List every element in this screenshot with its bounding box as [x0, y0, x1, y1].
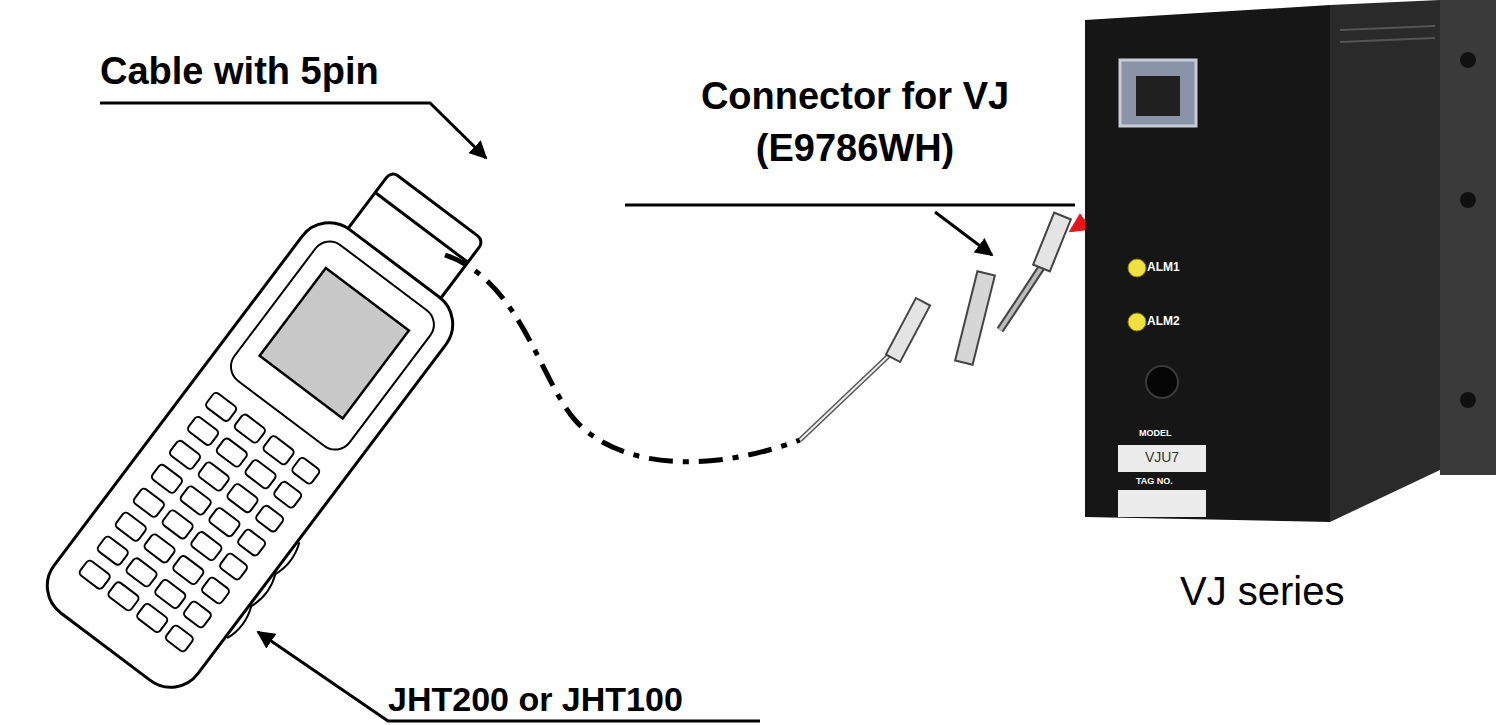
tag-caption: TAG NO. — [1136, 476, 1173, 487]
adjust-knob — [1146, 366, 1178, 398]
key — [164, 624, 194, 653]
key — [244, 459, 277, 490]
tag-plate — [1118, 490, 1206, 517]
keypad — [78, 391, 321, 653]
key — [107, 581, 140, 612]
bracket-hole — [1460, 192, 1476, 208]
plug-body — [886, 298, 930, 362]
display-screen — [260, 268, 409, 418]
key — [114, 511, 147, 542]
connector-label: Connector for VJ (E9786WH) — [645, 70, 1065, 174]
key — [200, 576, 230, 605]
plug-body — [1033, 213, 1071, 272]
key — [190, 530, 223, 561]
leader-line — [935, 212, 992, 255]
key — [208, 507, 241, 538]
vj-plug — [1033, 213, 1071, 272]
key — [125, 557, 158, 588]
ribbon-cable — [1000, 262, 1045, 330]
key — [182, 600, 212, 629]
model-caption: MODEL — [1139, 428, 1172, 439]
mounting-bracket — [1440, 0, 1496, 475]
key — [226, 483, 259, 514]
module-series-name: VJ series — [1180, 567, 1345, 615]
adapter-body — [955, 271, 995, 365]
cable-5pin — [445, 255, 800, 462]
key — [96, 535, 129, 566]
adapter-piece — [955, 271, 995, 365]
plug — [886, 298, 930, 362]
key — [132, 487, 165, 518]
alarm-label: ALM2 — [1147, 314, 1180, 328]
rj-port-socket — [1136, 76, 1180, 116]
key — [291, 456, 321, 485]
key — [219, 552, 249, 581]
key — [143, 533, 176, 564]
rj-port — [1120, 60, 1196, 126]
model-number: VJU7 — [1118, 449, 1206, 466]
model-plate — [1118, 445, 1206, 472]
key — [197, 461, 230, 492]
key — [150, 463, 183, 494]
printer-slot — [375, 192, 468, 262]
key — [186, 415, 219, 446]
key — [237, 528, 267, 557]
cable-label: Cable with 5pin — [100, 48, 520, 94]
key — [179, 485, 212, 516]
key — [262, 435, 295, 466]
module-front — [1085, 5, 1330, 522]
vj-module — [1085, 0, 1496, 522]
key — [78, 559, 111, 590]
module-rib — [1340, 26, 1435, 30]
key — [154, 578, 187, 609]
bracket-hole — [1460, 52, 1476, 68]
connector-cable — [800, 345, 900, 440]
key — [168, 439, 201, 470]
leader-line — [625, 204, 1075, 207]
key — [172, 554, 205, 585]
bracket-hole — [1460, 392, 1476, 408]
key — [136, 602, 169, 633]
connector-cable — [800, 345, 900, 440]
terminal-body — [34, 209, 467, 701]
module-side — [1330, 0, 1440, 522]
key — [273, 480, 303, 509]
key — [205, 391, 238, 422]
handheld-terminal — [34, 152, 515, 705]
module-rib — [1340, 38, 1435, 42]
alarm-led — [1128, 313, 1146, 331]
key — [161, 509, 194, 540]
key — [233, 413, 266, 444]
grip-ridge — [227, 542, 302, 640]
alarm-led — [1128, 259, 1146, 277]
terminal-label: JHT200 or JHT100 — [388, 679, 768, 720]
ribbon-cable — [1000, 262, 1045, 330]
key — [255, 504, 285, 533]
key — [215, 437, 248, 468]
leader-line — [100, 103, 486, 158]
alarm-label: ALM1 — [1147, 260, 1180, 274]
display-frame — [224, 234, 441, 456]
vj-module-face: ALM1ALM2MODELVJU7TAG NO.VJ series — [1085, 15, 1330, 520]
